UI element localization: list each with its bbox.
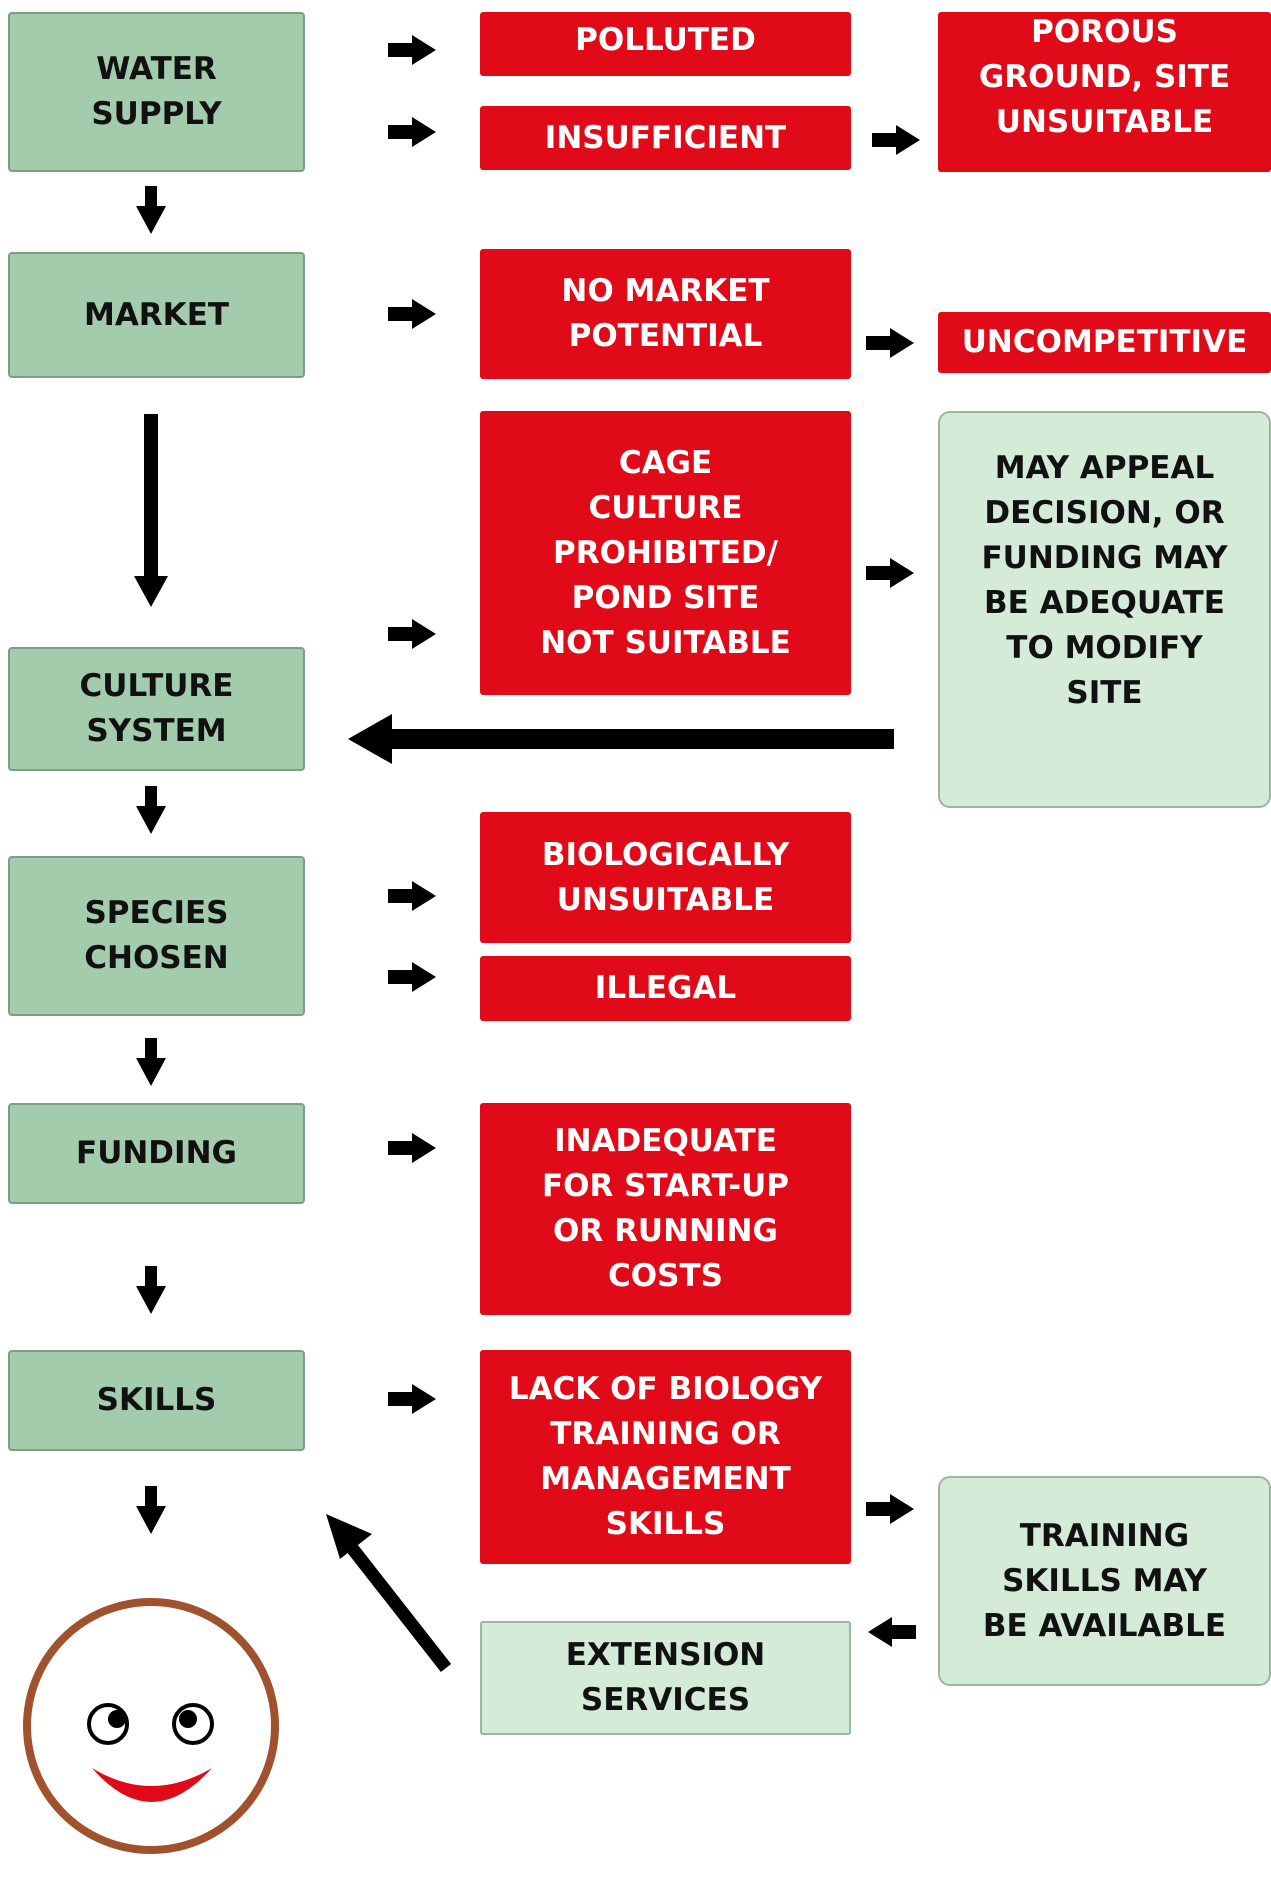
arrow-to-may-appeal bbox=[866, 558, 914, 588]
arrow-to-uncompetitive bbox=[866, 328, 914, 358]
solution-may-appeal: MAY APPEAL DECISION, OR FUNDING MAY BE A… bbox=[938, 411, 1271, 808]
problem-insufficient: INSUFFICIENT bbox=[480, 106, 851, 170]
extension-services: EXTENSION SERVICES bbox=[480, 1621, 851, 1735]
arrow-extension-diagonal bbox=[326, 1514, 452, 1673]
problem-polluted: POLLUTED bbox=[480, 12, 851, 76]
solution-training-available: TRAINING SKILLS MAY BE AVAILABLE bbox=[938, 1476, 1271, 1686]
step-species-chosen: SPECIES CHOSEN bbox=[8, 856, 305, 1016]
arrow-down-6 bbox=[136, 1486, 166, 1534]
arrow-to-no-market bbox=[388, 299, 436, 329]
problem-lack-of-skills: LACK OF BIOLOGY TRAINING OR MANAGEMENT S… bbox=[480, 1350, 851, 1564]
step-skills: SKILLS bbox=[8, 1350, 305, 1451]
arrow-to-polluted bbox=[388, 35, 436, 65]
problem-biologically-unsuitable: BIOLOGICALLY UNSUITABLE bbox=[480, 812, 851, 943]
problem-inadequate-funding: INADEQUATE FOR START-UP OR RUNNING COSTS bbox=[480, 1103, 851, 1315]
arrow-down-4 bbox=[136, 1038, 166, 1086]
problem-porous-ground: POROUS GROUND, SITE UNSUITABLE bbox=[938, 12, 1271, 172]
arrow-down-2-long bbox=[134, 414, 168, 607]
arrow-down-1 bbox=[136, 186, 166, 234]
problem-cage-culture-prohibited: CAGE CULTURE PROHIBITED/ POND SITE NOT S… bbox=[480, 411, 851, 695]
arrow-down-5 bbox=[136, 1266, 166, 1314]
step-market: MARKET bbox=[8, 252, 305, 378]
step-funding: FUNDING bbox=[8, 1103, 305, 1204]
smiley-face-icon bbox=[23, 1598, 279, 1854]
problem-illegal: ILLEGAL bbox=[480, 956, 851, 1021]
arrow-to-cage-culture bbox=[388, 619, 436, 649]
arrow-to-biologically-unsuitable bbox=[388, 881, 436, 911]
arrow-to-porous bbox=[872, 125, 920, 155]
arrow-to-inadequate-funding bbox=[388, 1133, 436, 1163]
step-water-supply: WATER SUPPLY bbox=[8, 12, 305, 172]
arrow-to-illegal bbox=[388, 962, 436, 992]
arrow-to-insufficient bbox=[388, 117, 436, 147]
problem-uncompetitive: UNCOMPETITIVE bbox=[938, 312, 1271, 373]
arrow-to-lack-of-skills bbox=[388, 1384, 436, 1414]
arrow-back-to-culture-system bbox=[348, 714, 894, 764]
step-culture-system: CULTURE SYSTEM bbox=[8, 647, 305, 771]
arrow-to-training bbox=[866, 1494, 914, 1524]
problem-no-market-potential: NO MARKET POTENTIAL bbox=[480, 249, 851, 379]
arrow-down-3 bbox=[136, 786, 166, 834]
arrow-to-extension bbox=[868, 1617, 916, 1647]
